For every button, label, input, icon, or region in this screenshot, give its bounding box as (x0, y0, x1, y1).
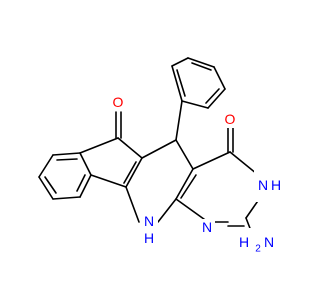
bond (171, 57, 189, 67)
dihydropyridine-ring (125, 139, 194, 223)
bond (79, 152, 92, 176)
bond (76, 174, 86, 192)
bond (229, 151, 258, 175)
bond (192, 151, 231, 170)
bond (171, 65, 183, 102)
atom-nh2: H 2 N (232, 228, 288, 256)
nitrogen-label: N (144, 213, 154, 229)
bond (52, 152, 81, 156)
bond (175, 168, 194, 200)
bond (175, 198, 209, 223)
nitrogen-label: N (258, 177, 268, 193)
bond (157, 198, 177, 223)
hydrogen-label: H (239, 234, 249, 250)
bond (44, 176, 57, 194)
bond (117, 137, 143, 159)
bond (175, 139, 194, 170)
bond (207, 88, 226, 109)
bond (79, 174, 92, 198)
bond (125, 157, 143, 188)
bond (187, 57, 215, 68)
oxygen-label: O (113, 94, 124, 110)
bond (205, 88, 220, 104)
hydrogen-label: H (271, 177, 281, 193)
atom-n-ring: N (199, 219, 215, 237)
bond (52, 196, 81, 200)
bond (38, 154, 54, 178)
oxygen-label: O (225, 111, 236, 127)
bond (213, 66, 226, 90)
atom-nh-amide: N H (254, 166, 284, 202)
subscript-2-label: 2 (255, 244, 261, 255)
phenyl-ring (171, 57, 226, 109)
bond (181, 100, 209, 109)
atom-o-amide: O (222, 110, 238, 128)
atom-o-ketone: O (110, 93, 126, 111)
bond (125, 186, 140, 223)
bond (90, 174, 127, 188)
bond (176, 69, 186, 97)
nitrogen-label: N (202, 219, 212, 235)
bond (180, 174, 197, 199)
molecule-diagram: O O N H N H N H 2 N (38, 57, 288, 256)
bond (79, 137, 119, 154)
bond (56, 158, 78, 161)
bond (38, 176, 54, 200)
cyclopentane-ring (79, 137, 143, 188)
nitrogen-label: N (264, 234, 274, 250)
molecule-structure-canvas: O O N H N H N H 2 N (38, 57, 288, 256)
bond (141, 139, 177, 159)
bond (175, 100, 183, 141)
hydrogen-label: H (144, 230, 154, 246)
benzo-ring (38, 152, 92, 200)
bond (123, 161, 137, 184)
atom-nh-ring: N H (140, 213, 158, 246)
bond (191, 62, 212, 71)
